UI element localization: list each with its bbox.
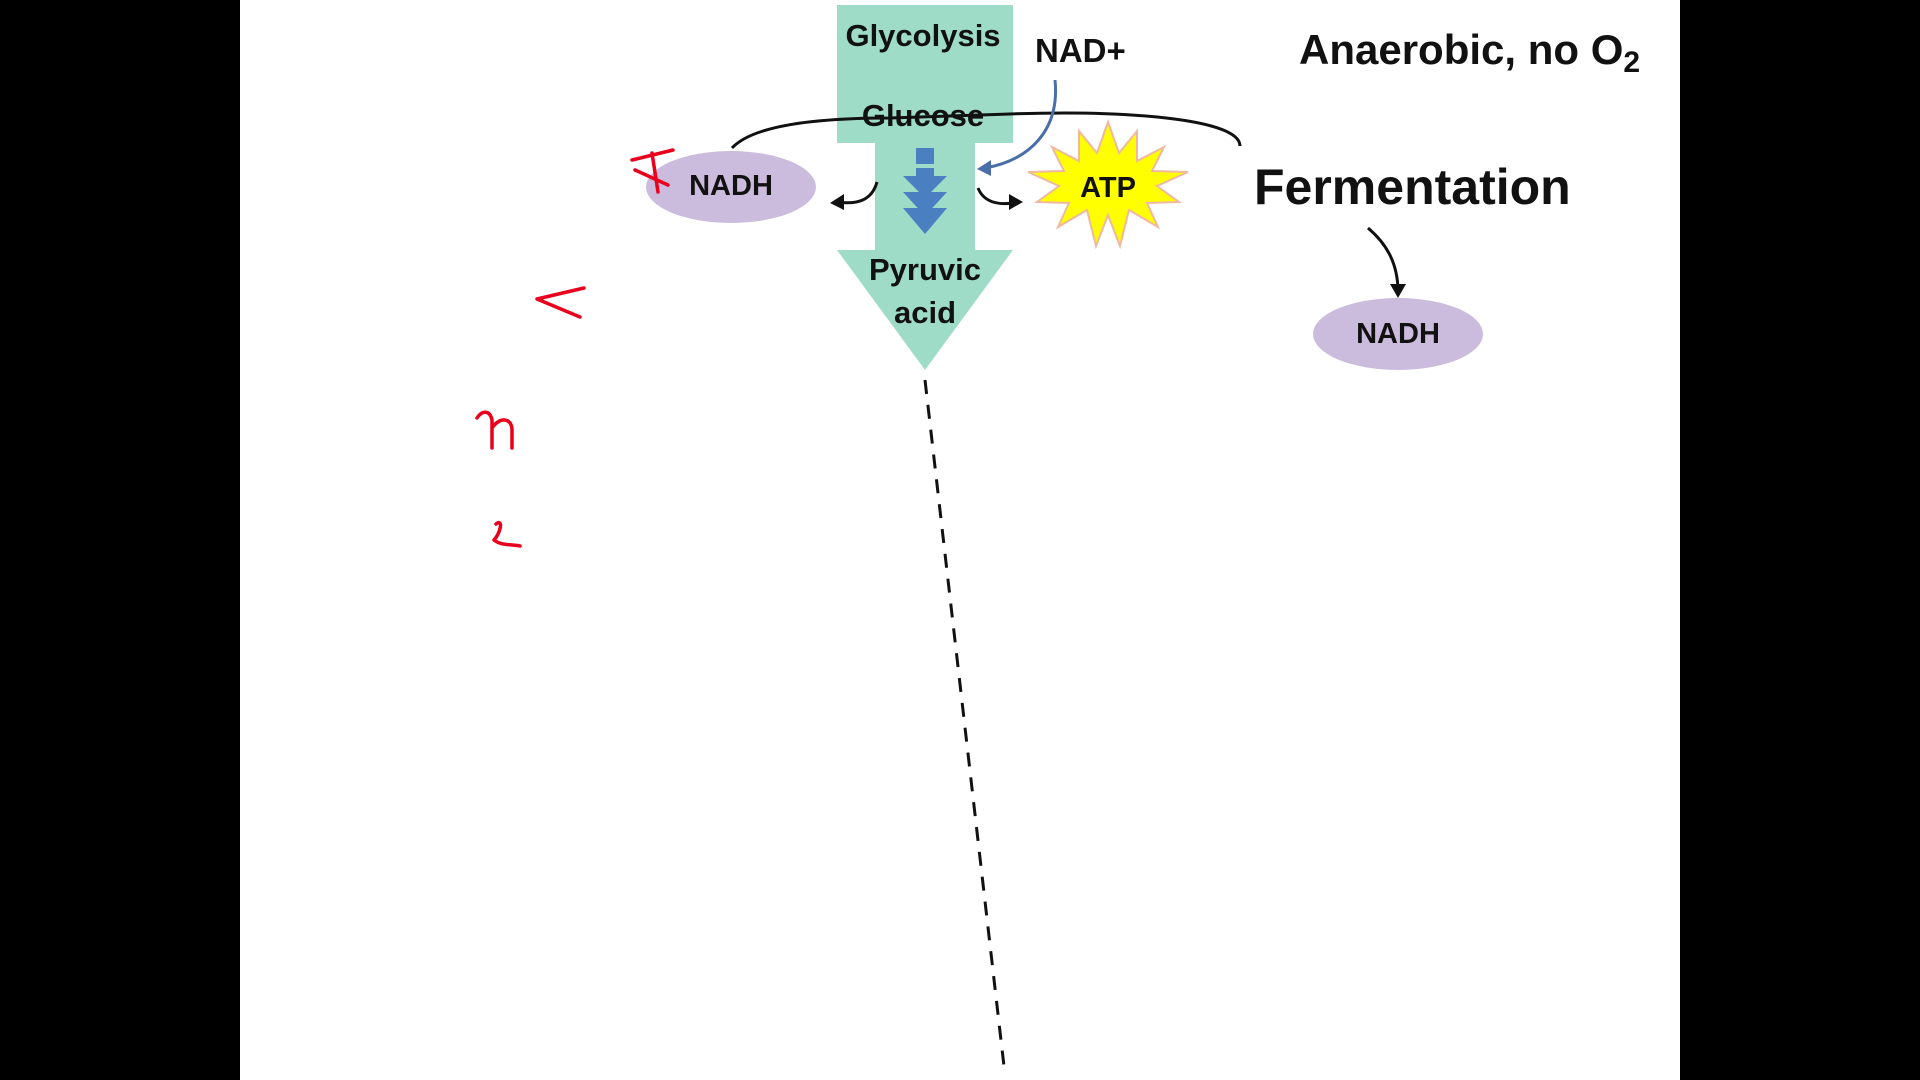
nadh-right-label: NADH	[1356, 318, 1440, 350]
glycolysis-label: Glycolysis	[845, 18, 1001, 53]
fermentation-label: Fermentation	[1254, 159, 1571, 215]
dashed-divider	[923, 379, 1007, 1076]
arrowhead-nad	[977, 160, 991, 176]
acid-line: acid	[893, 295, 957, 330]
cycle-arc	[730, 111, 1242, 150]
slide-title: Anaerobic, no O2	[1299, 26, 1641, 79]
glucose-label: Glucose	[861, 98, 985, 133]
down-arrow-icon	[903, 148, 947, 234]
nadh-left-label: NADH	[689, 170, 773, 202]
handwritten-ink-marks	[475, 148, 675, 548]
nadh-ellipse-left	[646, 151, 816, 223]
nad-plus-label: NAD+	[1035, 32, 1126, 69]
arrowhead-right	[1009, 194, 1023, 210]
arrow-nad-plus	[984, 79, 1058, 170]
pathway-diagram	[475, 5, 1483, 1076]
arrow-fermentation-nadh	[1367, 226, 1400, 293]
pyruvic-line: Pyruvic	[868, 252, 982, 287]
atp-label: ATP	[1080, 172, 1136, 204]
pyruvic-acid-label: Pyruvic acid	[869, 248, 981, 334]
arrowhead-left	[830, 194, 844, 210]
nadh-ellipse-right	[1313, 298, 1483, 370]
atp-starburst-icon	[1027, 119, 1189, 250]
arrowhead-nadh-right	[1390, 284, 1406, 298]
slide-canvas: Anaerobic, no O2 Fermentation NAD+ Glyco…	[240, 0, 1680, 1080]
